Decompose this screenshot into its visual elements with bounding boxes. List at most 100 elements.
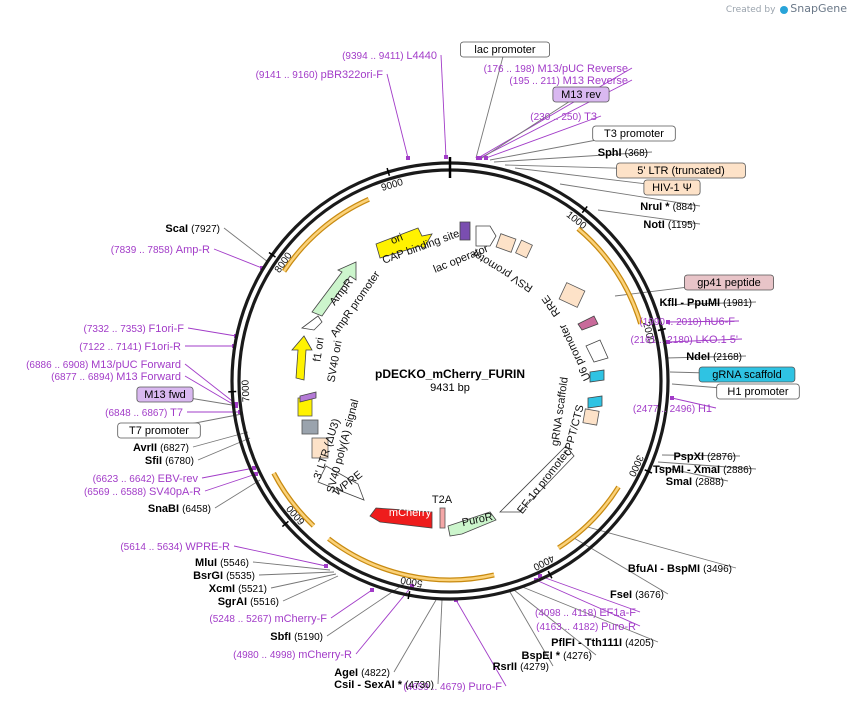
- map-label-bsrgi[interactable]: BsrGI (5535): [193, 570, 255, 582]
- map-label-bspei[interactable]: BspEI * (4276): [522, 650, 592, 662]
- label-text: (6886 .. 6908) M13/pUC Forward: [26, 359, 181, 371]
- label-coords: (4163 .. 4182): [536, 622, 601, 633]
- map-label-agei[interactable]: AgeI (4822): [334, 667, 390, 679]
- label-coords: (5535): [226, 571, 255, 582]
- map-label-m13-reverse[interactable]: (195 .. 211) M13 Reverse: [509, 75, 628, 87]
- map-label-avrii[interactable]: AvrII (6827): [133, 442, 189, 454]
- tick-label: 2000: [640, 321, 656, 346]
- map-label-lac-promoter[interactable]: lac promoter: [459, 41, 550, 58]
- map-label-hu6-f[interactable]: (1990 .. 2010) hU6-F: [639, 316, 735, 328]
- map-label-m13-forward[interactable]: (6877 .. 6894) M13 Forward: [51, 371, 181, 383]
- map-label-smai[interactable]: SmaI (2888): [666, 476, 724, 488]
- leader-line: [671, 397, 717, 409]
- tick-mark: [581, 206, 588, 214]
- label-coords: (2886): [723, 465, 752, 476]
- label-name: WPRE-R: [185, 541, 230, 553]
- map-label-mcherry-r[interactable]: (4980 .. 4998) mCherry-R: [233, 649, 352, 661]
- map-label-m13-puc-forward[interactable]: (6886 .. 6908) M13/pUC Forward: [26, 359, 181, 371]
- map-label-5-ltr-truncated[interactable]: 5' LTR (truncated): [616, 162, 746, 179]
- map-label-m13-puc-reverse[interactable]: (176 .. 198) M13/pUC Reverse: [484, 63, 628, 75]
- map-label-noti[interactable]: NotI (1195): [643, 219, 696, 231]
- map-label-t7[interactable]: (6848 .. 6867) T7: [105, 407, 183, 419]
- map-label-puro-r[interactable]: (4163 .. 4182) Puro-R: [536, 621, 636, 633]
- leader-line: [485, 115, 602, 159]
- map-label-nrui[interactable]: NruI * (884): [640, 201, 696, 213]
- map-label-m13-rev[interactable]: M13 rev: [552, 86, 610, 103]
- map-label-sfii[interactable]: SfiI (6780): [145, 455, 194, 467]
- map-label-t3[interactable]: (230 .. 250) T3: [530, 111, 597, 123]
- label-text: (5248 .. 5267) mCherry-F: [209, 613, 327, 625]
- label-coords: (4730): [405, 680, 434, 691]
- map-label-puro-f[interactable]: (4659 .. 4679) Puro-F: [403, 681, 502, 693]
- map-label-h1[interactable]: (2477 .. 2496) H1: [633, 403, 712, 415]
- map-label-csii-sexai[interactable]: CsiI - SexAI * (4730): [334, 679, 434, 691]
- map-label-t7-promoter[interactable]: T7 promoter: [117, 422, 201, 439]
- label-name: AgeI: [334, 667, 361, 679]
- leader-line: [282, 575, 339, 602]
- map-label-fsei[interactable]: FseI (3676): [610, 589, 664, 601]
- leader-line: [437, 599, 443, 685]
- label-name: MluI: [195, 557, 220, 569]
- map-label-t3-promoter[interactable]: T3 promoter: [592, 125, 676, 142]
- primer-site-marker: [252, 466, 256, 470]
- label-coords: (176 .. 198): [484, 64, 538, 75]
- map-label-sphi[interactable]: SphI (368): [598, 147, 648, 159]
- label-name: KflI - PpuMI: [660, 297, 724, 309]
- orf-arc-fill: [282, 198, 370, 272]
- label-name: NotI: [643, 219, 667, 231]
- map-label-pflfi-tth111i[interactable]: PflFI - Tth111I (4205): [551, 637, 654, 649]
- map-label-lko-1-5[interactable]: (2161 .. 2180) LKO.1 5': [630, 334, 738, 346]
- map-label-m13-fwd[interactable]: M13 fwd: [136, 386, 194, 403]
- map-label-gp41-peptide[interactable]: gp41 peptide: [684, 274, 775, 291]
- map-label-bfuai-bspmi[interactable]: BfuAI - BspMI (3496): [628, 563, 732, 575]
- map-label-grna-scaffold[interactable]: gRNA scaffold: [698, 366, 796, 383]
- map-label-ndei[interactable]: NdeI (2168): [686, 351, 742, 363]
- label-name: AvrII: [133, 442, 160, 454]
- label-coords: (6877 .. 6894): [51, 372, 116, 383]
- label-text: XcmI (5521): [209, 583, 267, 595]
- leader-line: [509, 591, 554, 667]
- map-label-ef1a-f[interactable]: (4098 .. 4118) EF1a-F: [535, 607, 636, 619]
- label-text: NotI (1195): [643, 219, 696, 231]
- map-label-pbr322ori-f[interactable]: (9141 .. 9160) pBR322ori-F: [256, 69, 384, 81]
- feature-wpre: [317, 465, 365, 501]
- label-coords: (9394 .. 9411): [342, 51, 406, 62]
- label-name: T7: [170, 407, 183, 419]
- label-text: (6877 .. 6894) M13 Forward: [51, 371, 181, 383]
- tick-label: 7000: [240, 379, 252, 402]
- map-label-sbfi[interactable]: SbfI (5190): [270, 631, 323, 643]
- map-label-snabi[interactable]: SnaBI (6458): [148, 503, 211, 515]
- leader-line: [184, 363, 237, 405]
- label-coords: (3676): [635, 590, 664, 601]
- map-label-h1-promoter[interactable]: H1 promoter: [716, 383, 800, 400]
- map-label-l4440[interactable]: (9394 .. 9411) L4440: [342, 50, 437, 62]
- map-label-f1ori-f[interactable]: (7332 .. 7353) F1ori-F: [84, 323, 185, 335]
- tick-mark: [386, 167, 391, 176]
- label-coords: (7839 .. 7858): [111, 245, 176, 256]
- label-text: MluI (5546): [195, 557, 249, 569]
- label-text: T3 promoter: [604, 128, 664, 140]
- map-label-tspmi-xmai[interactable]: TspMI - XmaI (2886): [653, 464, 752, 476]
- map-label-hiv-1[interactable]: HIV-1 Ψ: [643, 179, 701, 196]
- map-label-wpre-r[interactable]: (5614 .. 5634) WPRE-R: [120, 541, 230, 553]
- map-label-mcherry-f[interactable]: (5248 .. 5267) mCherry-F: [209, 613, 327, 625]
- map-label-amp-r[interactable]: (7839 .. 7858) Amp-R: [111, 244, 210, 256]
- map-label-scai[interactable]: ScaI (7927): [165, 223, 220, 235]
- label-text: TspMI - XmaI (2886): [653, 464, 752, 476]
- label-text: T7 promoter: [129, 425, 189, 437]
- map-label-xcmi[interactable]: XcmI (5521): [209, 583, 267, 595]
- feature-lac-marks: [459, 221, 471, 241]
- label-name: H1: [698, 403, 712, 415]
- map-label-pspxi[interactable]: PspXI (2876): [673, 451, 736, 463]
- label-coords: (195 .. 211): [509, 76, 562, 87]
- map-label-sgrai[interactable]: SgrAI (5516): [218, 596, 279, 608]
- feature-puror: [447, 511, 497, 537]
- map-label-mlui[interactable]: MluI (5546): [195, 557, 249, 569]
- map-label-sv40pa-r[interactable]: (6569 .. 6588) SV40pA-R: [84, 486, 201, 498]
- map-label-kfli-ppumi[interactable]: KflI - PpuMI (1981): [660, 297, 752, 309]
- map-label-f1ori-r[interactable]: (7122 .. 7141) F1ori-R: [79, 341, 181, 353]
- feature-label-t2a: T2A: [432, 494, 453, 506]
- map-label-rsrii[interactable]: RsrII (4279): [493, 661, 549, 673]
- plasmid-name: pDECKO_mCherry_FURIN: [375, 367, 525, 381]
- map-label-ebv-rev[interactable]: (6623 .. 6642) EBV-rev: [93, 473, 199, 485]
